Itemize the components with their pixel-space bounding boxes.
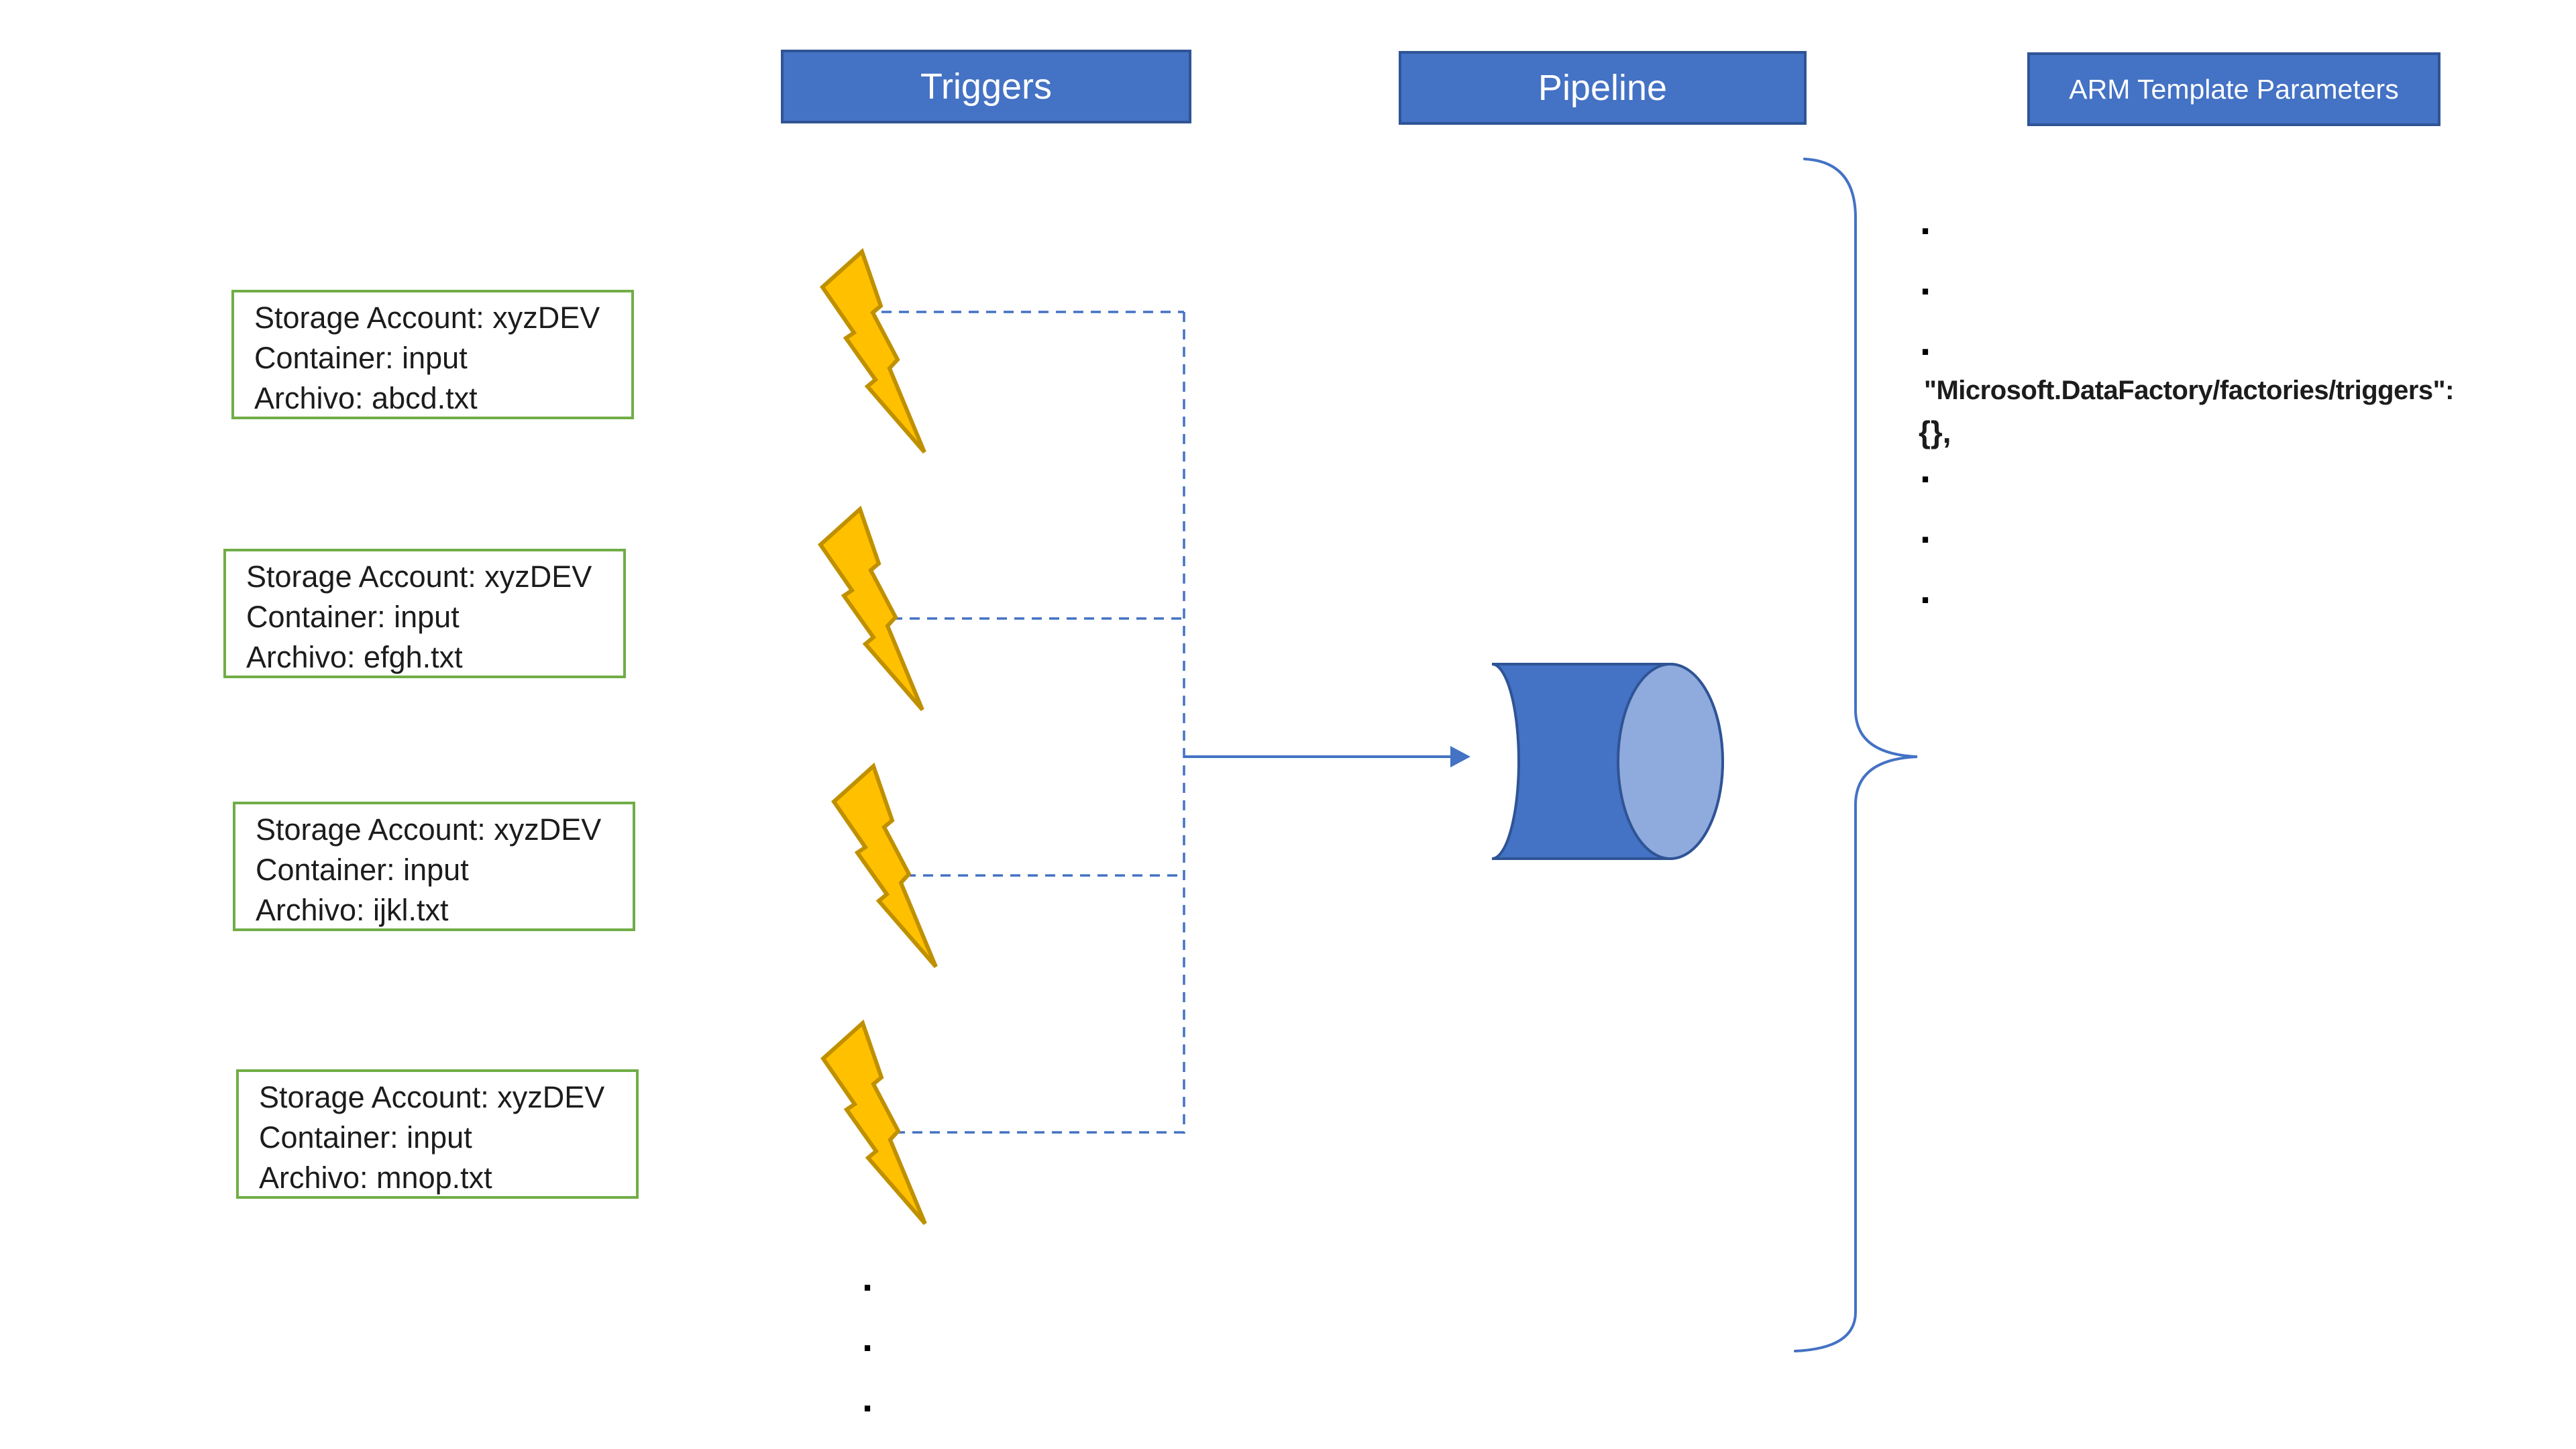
storage-account-line: Storage Account: xyzDEV — [259, 1080, 605, 1114]
ellipsis-dot: . — [1920, 508, 1931, 551]
ellipsis-dot: . — [862, 1316, 873, 1360]
storage-box-2: Storage Account: xyzDEV Container: input… — [223, 549, 626, 678]
storage-account-line: Storage Account: xyzDEV — [254, 301, 600, 335]
storage-box-1: Storage Account: xyzDEV Container: input… — [231, 290, 634, 419]
arm-empty-object-line: {}, — [1919, 415, 1951, 449]
ellipsis-dot: . — [1920, 199, 1931, 243]
storage-account-line: Storage Account: xyzDEV — [246, 559, 592, 594]
lightning-bolt-icon — [831, 762, 938, 968]
container-line: Container: input — [256, 853, 469, 887]
arm-ellipsis-bottom: . . . — [1920, 439, 1931, 621]
lightning-bolt-icon — [820, 1019, 927, 1225]
ellipsis-dot: . — [862, 1377, 873, 1420]
storage-box-3: Storage Account: xyzDEV Container: input… — [233, 802, 635, 931]
arrowhead-icon — [1450, 746, 1470, 767]
archivo-line: Archivo: ijkl.txt — [256, 893, 449, 927]
ellipsis-dot: . — [862, 1256, 873, 1299]
pipeline-header: Pipeline — [1399, 51, 1807, 125]
curly-brace-icon — [1794, 158, 1918, 1352]
lightning-bolt-icon — [818, 505, 924, 711]
triggers-ellipsis: . . . — [862, 1248, 873, 1429]
storage-account-line: Storage Account: xyzDEV — [256, 812, 602, 847]
pipeline-cylinder-icon — [1491, 663, 1724, 860]
container-line: Container: input — [254, 341, 468, 375]
archivo-line: Archivo: efgh.txt — [246, 640, 463, 674]
ellipsis-dot: . — [1920, 568, 1931, 612]
lightning-bolt-icon — [820, 248, 926, 453]
arm-ellipsis-top: . . . — [1920, 191, 1931, 372]
triggers-header: Triggers — [781, 50, 1191, 123]
ellipsis-dot: . — [1920, 447, 1931, 491]
archivo-line: Archivo: mnop.txt — [259, 1161, 492, 1195]
ellipsis-dot: . — [1920, 260, 1931, 303]
archivo-line: Archivo: abcd.txt — [254, 381, 478, 415]
container-line: Container: input — [259, 1120, 472, 1155]
arm-template-parameters-header: ARM Template Parameters — [2027, 52, 2440, 126]
container-line: Container: input — [246, 600, 460, 634]
arm-triggers-code-line: "Microsoft.DataFactory/factories/trigger… — [1924, 376, 2454, 405]
ellipsis-dot: . — [1920, 320, 1931, 364]
storage-box-4: Storage Account: xyzDEV Container: input… — [236, 1069, 639, 1199]
